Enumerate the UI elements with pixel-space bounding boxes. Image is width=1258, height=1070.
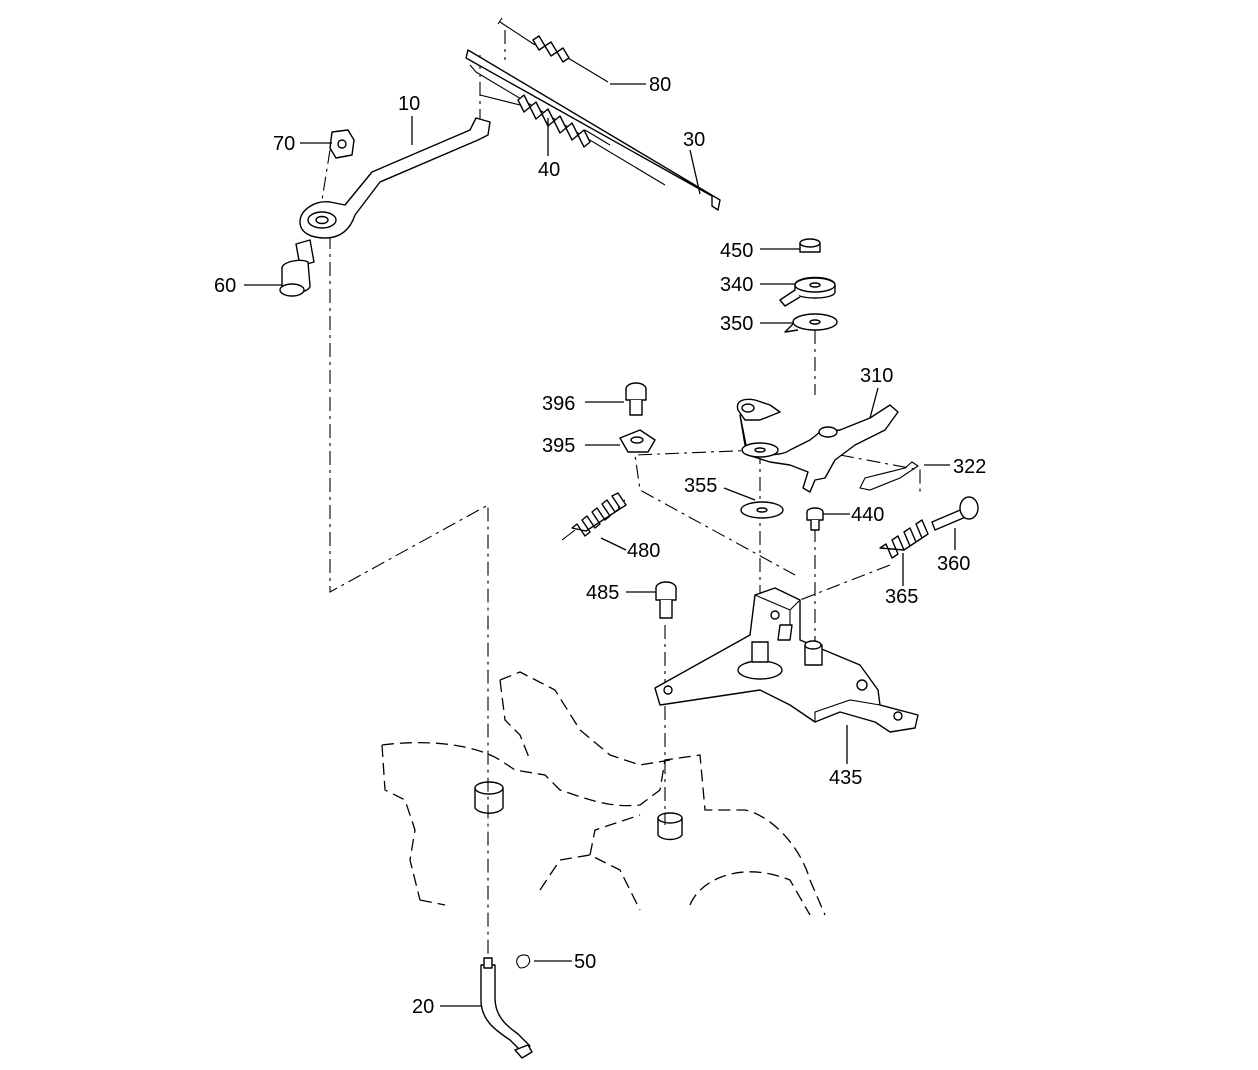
part-40-spring bbox=[479, 94, 611, 148]
callout-365: 365 bbox=[885, 586, 918, 608]
callout-360: 360 bbox=[937, 553, 970, 575]
part-395-clip bbox=[619, 429, 656, 453]
part-450-nut bbox=[799, 238, 821, 253]
part-350-washer bbox=[784, 313, 838, 333]
part-340-washer bbox=[779, 276, 836, 307]
part-480-spring bbox=[561, 492, 627, 541]
part-30-rod bbox=[465, 49, 721, 211]
part-50-clip bbox=[516, 954, 531, 969]
leader-lines bbox=[244, 83, 956, 1007]
part-20-rod bbox=[480, 957, 533, 1059]
callout-30: 30 bbox=[683, 129, 705, 151]
part-440-screw bbox=[806, 507, 824, 531]
part-310-control-lever bbox=[736, 398, 899, 493]
part-396-bolt bbox=[625, 382, 647, 416]
callout-355: 355 bbox=[684, 475, 717, 497]
callout-10: 10 bbox=[398, 93, 420, 115]
callout-450: 450 bbox=[720, 240, 753, 262]
callout-310: 310 bbox=[860, 365, 893, 387]
callout-440: 440 bbox=[851, 504, 884, 526]
callout-485: 485 bbox=[586, 582, 619, 604]
part-322-spring bbox=[859, 461, 919, 491]
engine-block-outline bbox=[381, 671, 826, 916]
callout-480: 480 bbox=[627, 540, 660, 562]
callout-435: 435 bbox=[829, 767, 862, 789]
part-80-spring bbox=[497, 17, 609, 83]
callout-322: 322 bbox=[953, 456, 986, 478]
callout-40: 40 bbox=[538, 159, 560, 181]
callout-70: 70 bbox=[273, 133, 295, 155]
part-365-spring bbox=[879, 519, 929, 559]
part-60-bolt bbox=[279, 239, 315, 297]
callout-396: 396 bbox=[542, 393, 575, 415]
callout-340: 340 bbox=[720, 274, 753, 296]
callout-50: 50 bbox=[574, 951, 596, 973]
part-70-nut bbox=[329, 129, 355, 159]
part-435-bracket bbox=[654, 587, 919, 733]
part-10-lever bbox=[299, 117, 491, 239]
part-355-washer bbox=[740, 501, 784, 519]
callout-20: 20 bbox=[412, 996, 434, 1018]
part-485-bolt bbox=[655, 581, 677, 619]
callout-395: 395 bbox=[542, 435, 575, 457]
callout-350: 350 bbox=[720, 313, 753, 335]
callout-80: 80 bbox=[649, 74, 671, 96]
part-360-bolt bbox=[931, 496, 979, 531]
callout-60: 60 bbox=[214, 275, 236, 297]
callout-labels: 80 10 70 30 40 60 450 340 350 310 396 39… bbox=[214, 74, 986, 1018]
